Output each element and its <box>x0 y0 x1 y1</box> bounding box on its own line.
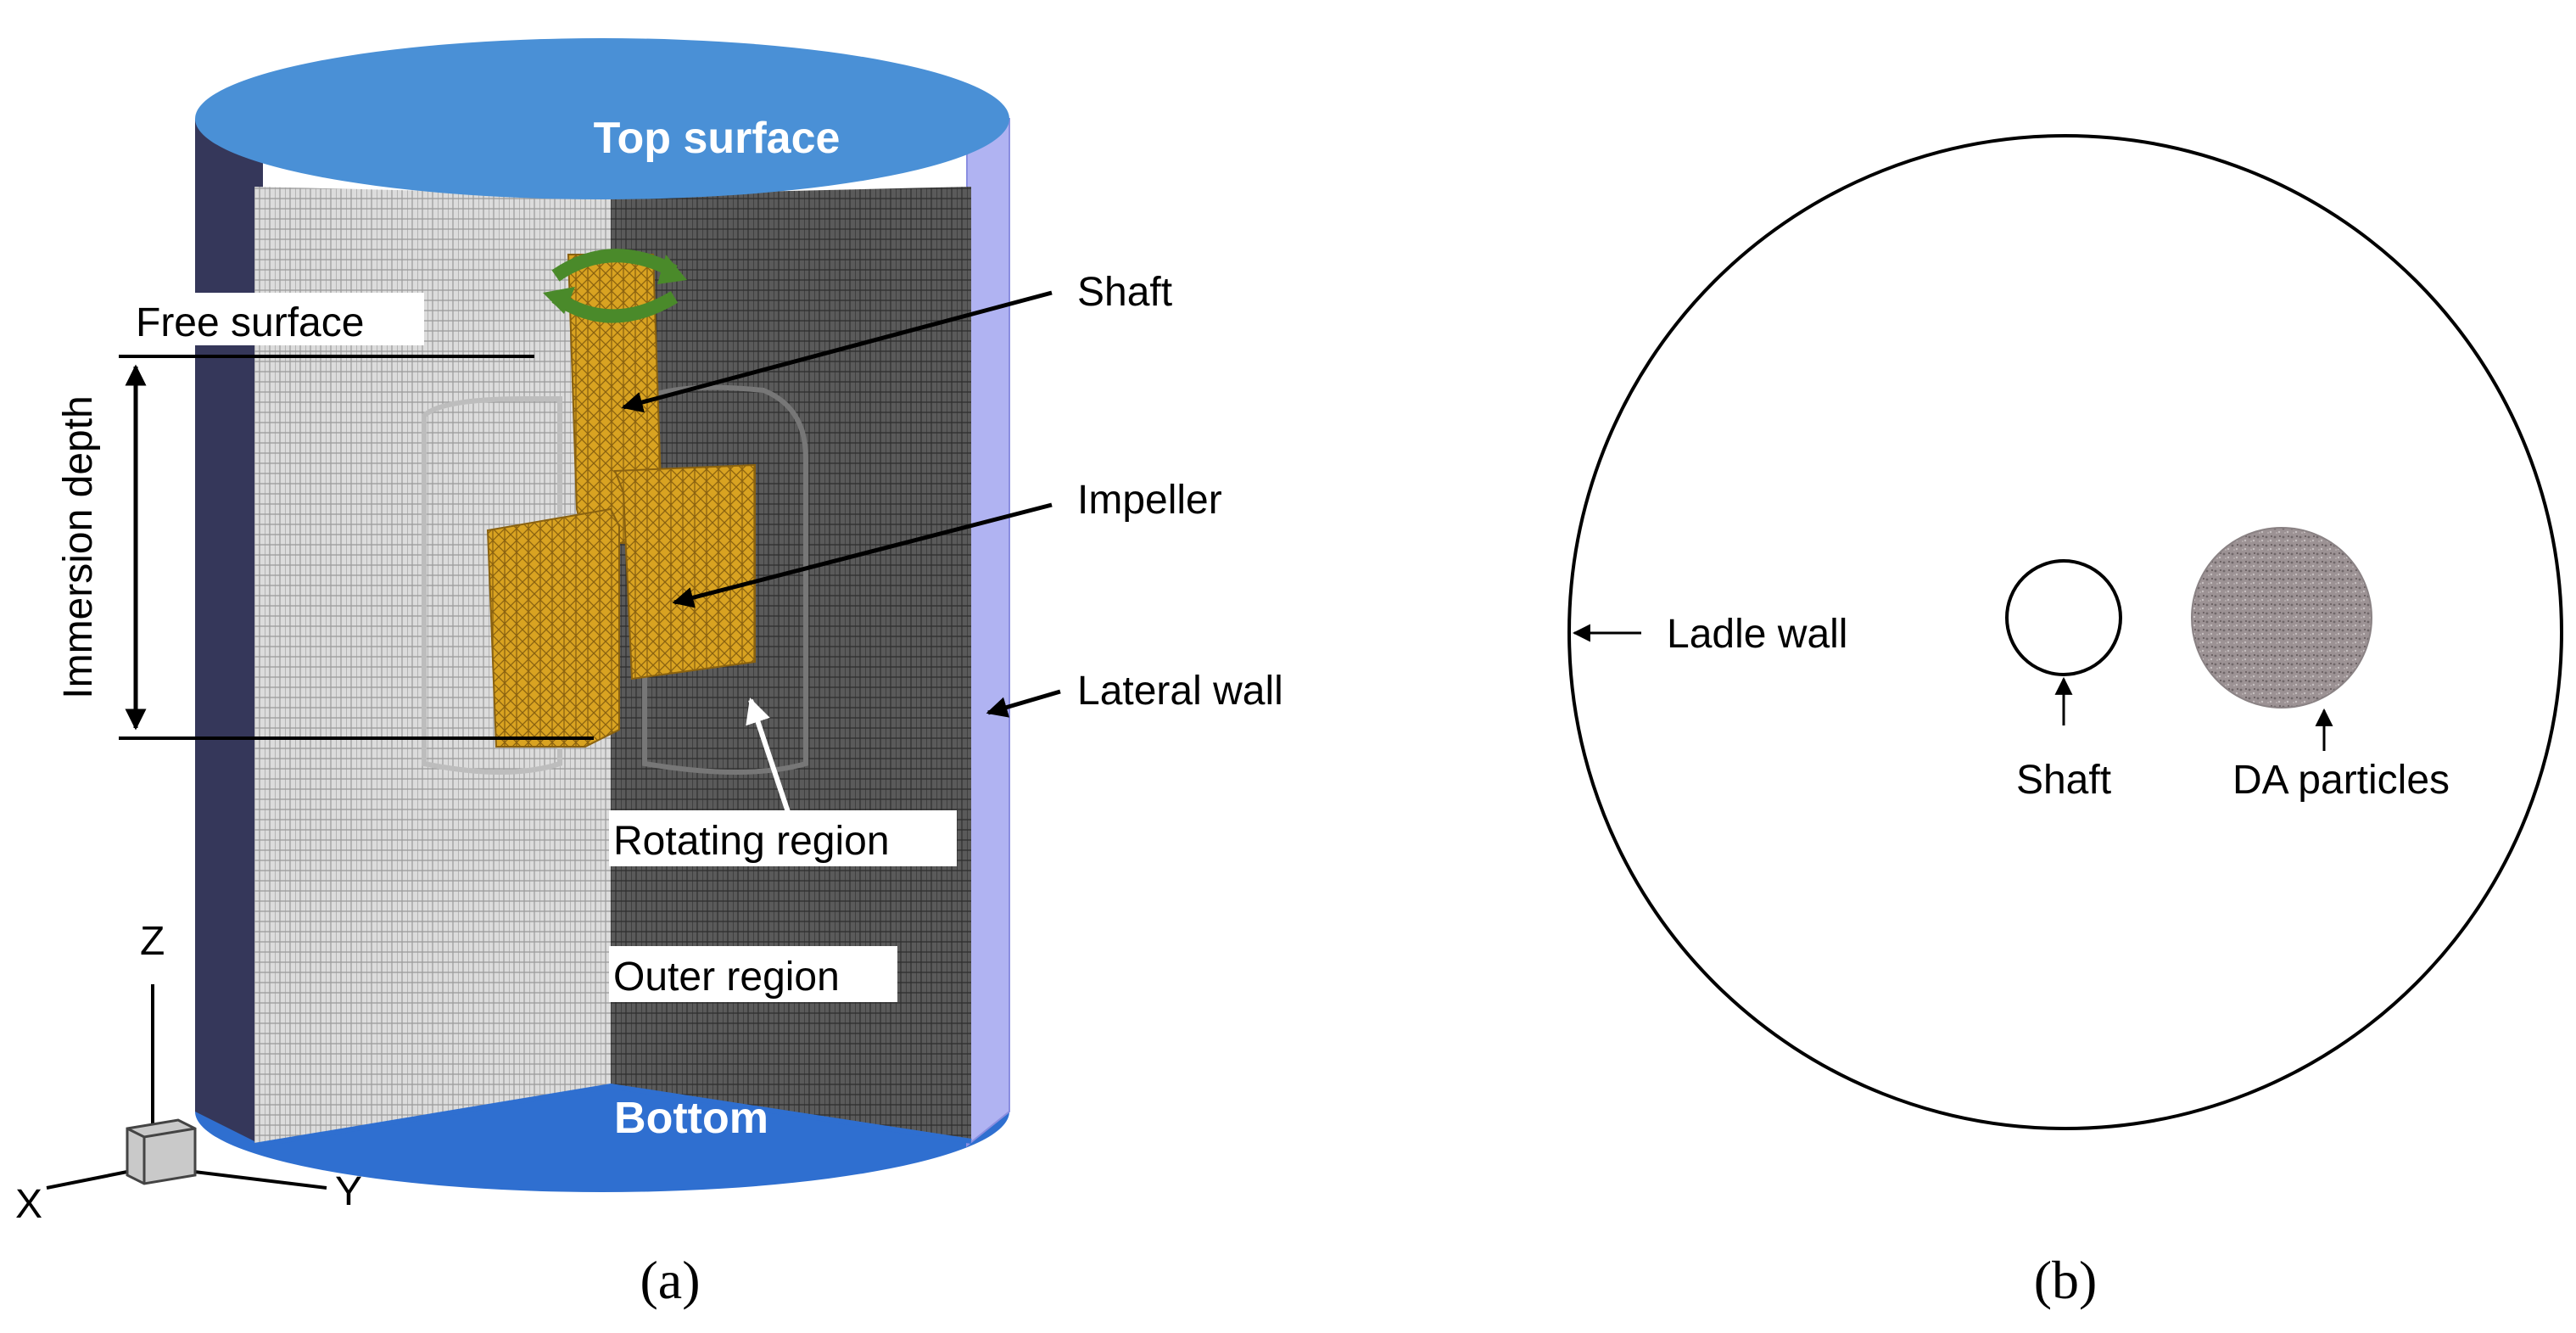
shaft-circle <box>2005 559 2122 676</box>
shaft-pointer <box>621 290 1053 413</box>
caption-b: (b) <box>2034 1250 2098 1310</box>
right-wall <box>966 118 1010 1148</box>
rotating-region-pointer <box>746 697 791 815</box>
free-surface-label-bg <box>127 293 424 345</box>
shaft-label-b: Shaft <box>2016 758 2111 803</box>
left-wall <box>195 119 263 1145</box>
lateral-wall-pointer <box>986 689 1061 718</box>
outer-mesh-light <box>254 187 611 1145</box>
da-particles-circle <box>2191 527 2372 709</box>
ladle-wall-circle <box>1567 134 2563 1130</box>
axis-triad: Z X Y <box>15 919 362 1227</box>
outer-region-label-bg <box>609 946 897 1002</box>
shaft-label: Shaft <box>1077 270 1172 315</box>
axis-y-label: Y <box>335 1169 362 1214</box>
rotating-region-label-bg <box>609 810 957 866</box>
rotation-arrow-icon <box>543 249 687 323</box>
panel-b: Ladle wall Shaft DA particles (b) <box>1567 134 2563 1310</box>
axis-z-label: Z <box>140 919 165 964</box>
ladle-wall-label: Ladle wall <box>1667 612 1847 657</box>
outer-region-label: Outer region <box>613 955 840 1000</box>
rotating-region-outline <box>422 396 562 775</box>
impeller-pointer <box>672 502 1053 608</box>
da-particles-label: DA particles <box>2232 758 2450 803</box>
top-surface <box>195 38 1009 199</box>
bottom-rim <box>254 1083 972 1148</box>
rotating-region-label: Rotating region <box>613 819 890 864</box>
axis-x-label: X <box>15 1182 42 1227</box>
lateral-wall-label: Lateral wall <box>1077 669 1283 714</box>
top-surface-label: Top surface <box>594 114 841 163</box>
impeller-label: Impeller <box>1077 478 1222 523</box>
free-surface-label: Free surface <box>136 300 364 345</box>
impeller-blade-left <box>486 507 620 748</box>
panel-a: Top surface Bottom Free surface Immersio… <box>15 38 1283 1310</box>
bottom-label: Bottom <box>614 1094 768 1143</box>
immersion-depth-label: Immersion depth <box>56 395 101 699</box>
caption-a: (a) <box>640 1250 700 1310</box>
outer-mesh-dark <box>611 187 971 1141</box>
impeller-blade-right <box>613 463 756 681</box>
